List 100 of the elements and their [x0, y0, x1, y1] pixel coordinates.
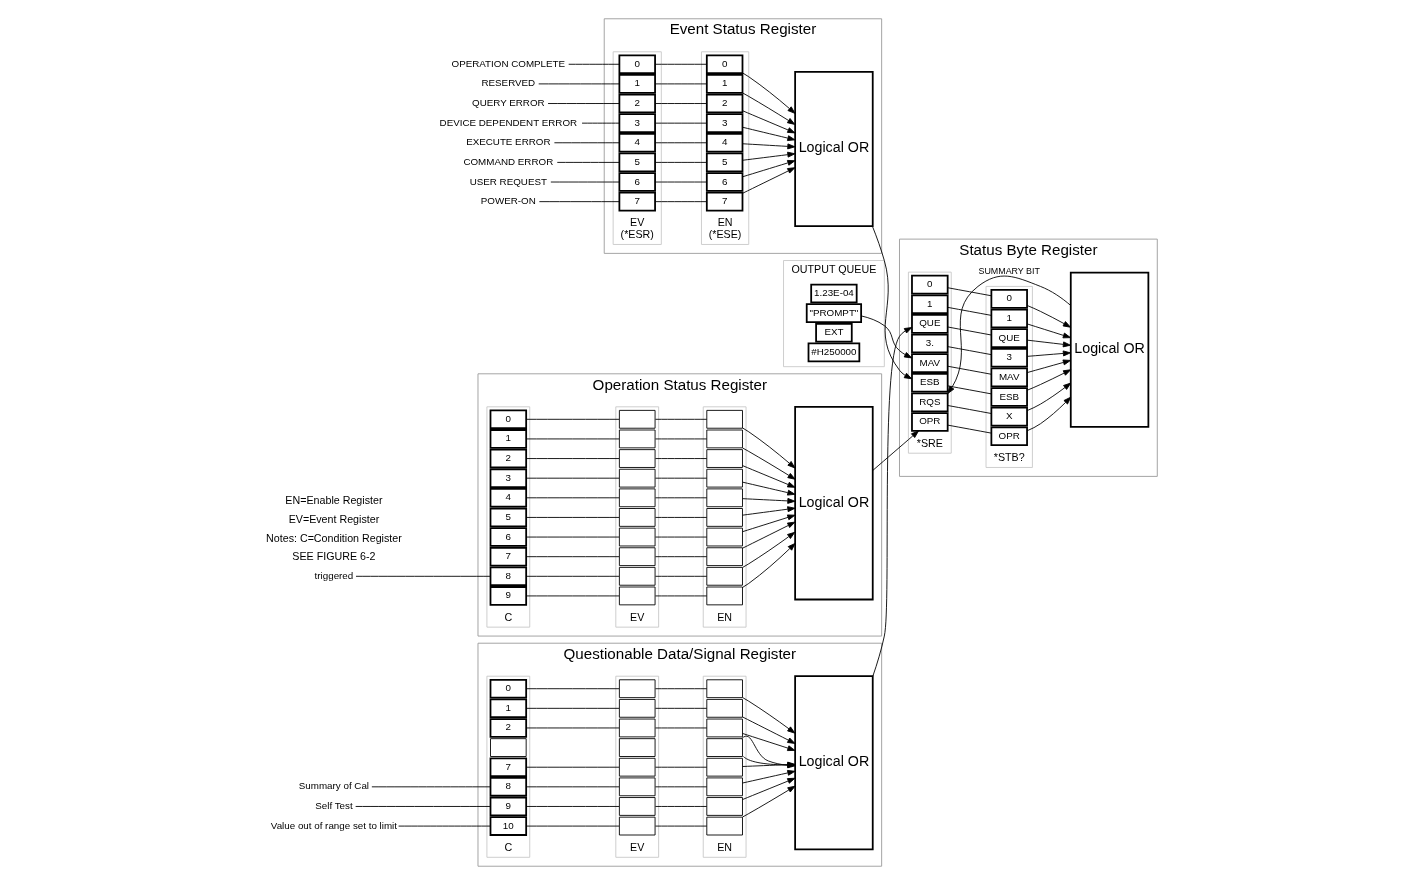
- node-box: 0: [618, 54, 656, 75]
- arrow: [742, 531, 796, 568]
- node-box: [706, 718, 743, 738]
- connector: [655, 806, 708, 807]
- node-box: [618, 718, 656, 738]
- connector: [947, 306, 992, 316]
- node-box: 2: [489, 448, 528, 469]
- node-box: 2: [618, 93, 656, 114]
- arrow: [742, 447, 796, 480]
- node-box: 1: [489, 429, 528, 449]
- node-text: EXECUTE ERROR: [466, 136, 551, 148]
- arrow: [742, 159, 796, 178]
- arrow: [872, 225, 913, 380]
- node-box: OPR: [911, 412, 949, 432]
- connector: [398, 825, 491, 827]
- edge-label: SUMMARY BIT: [978, 265, 1040, 276]
- node-box: 1: [618, 74, 656, 94]
- node-box: 2: [705, 93, 744, 114]
- arrow: [742, 514, 796, 533]
- node-box: [706, 679, 743, 699]
- connector: [538, 83, 620, 85]
- node-box: [618, 797, 656, 816]
- node-box: [618, 429, 656, 449]
- node-box: 3: [489, 468, 528, 488]
- node-box: Logical OR: [794, 70, 874, 228]
- connector: [355, 806, 491, 807]
- node-box: [618, 698, 656, 718]
- node-text: Value out of range set to limit: [270, 819, 398, 831]
- connector: [525, 418, 620, 420]
- connector: [525, 536, 620, 538]
- node-box: MAV: [990, 367, 1028, 388]
- node-box: [706, 527, 743, 547]
- node-text: COMMAND ERROR: [463, 155, 554, 167]
- arrow: [742, 785, 796, 818]
- connector: [525, 806, 620, 807]
- connector: [525, 707, 620, 709]
- node-box: QUE: [990, 328, 1028, 348]
- connector: [655, 103, 708, 104]
- arrow: [742, 465, 796, 488]
- connector: [655, 201, 708, 203]
- arrow: [742, 733, 796, 752]
- connector: [525, 497, 620, 499]
- connector: [655, 786, 708, 788]
- node-box: [618, 757, 656, 777]
- node-box: OPR: [990, 426, 1028, 447]
- node-box: [706, 816, 743, 836]
- node-box: MAV: [911, 353, 949, 373]
- node-box: [706, 468, 743, 488]
- connector: [568, 63, 620, 65]
- connector: [655, 497, 708, 499]
- connector: [655, 83, 708, 85]
- arrow: [1026, 350, 1071, 357]
- node-box: 1: [911, 294, 949, 315]
- connector: [655, 418, 708, 420]
- node-box: [618, 679, 656, 699]
- arrow: [742, 143, 796, 150]
- arrow: [742, 110, 796, 134]
- connector: [655, 438, 708, 440]
- node-box: 10: [489, 816, 528, 836]
- connector: [947, 365, 992, 375]
- node-box: X: [990, 406, 1028, 427]
- node-box: 6: [618, 172, 656, 192]
- node-box: Logical OR: [794, 675, 874, 851]
- node-box: 5: [489, 507, 528, 528]
- node-box: 4: [705, 132, 744, 153]
- node-box: 3: [705, 113, 744, 133]
- node-box: 6: [705, 172, 744, 192]
- connector: [525, 786, 620, 788]
- connector: [371, 786, 491, 788]
- node-box: [618, 508, 656, 527]
- node-box: Logical OR: [794, 405, 874, 601]
- connector: [525, 556, 620, 558]
- connector: [525, 458, 620, 459]
- arrow: [742, 521, 796, 549]
- arrow: [742, 167, 796, 194]
- node-box: 3.: [911, 333, 949, 354]
- arrow: [860, 315, 913, 359]
- node-box: [706, 508, 743, 527]
- connector: [538, 201, 620, 203]
- connector: [655, 161, 708, 163]
- arrow: [742, 543, 796, 588]
- connector: [525, 825, 620, 827]
- connector: [525, 766, 620, 768]
- arrow: [742, 716, 796, 744]
- arrow: [742, 92, 796, 125]
- connector: [581, 122, 620, 124]
- arrow: [1026, 323, 1071, 339]
- connector: [355, 575, 491, 577]
- node-box: 5: [705, 152, 744, 173]
- connector: [525, 517, 620, 518]
- connector: [525, 575, 620, 577]
- node-box: "PROMPT": [805, 303, 862, 323]
- node-box: [706, 547, 743, 567]
- node-box: [618, 409, 656, 429]
- node-box: EXT: [815, 322, 853, 343]
- node-box: [706, 738, 743, 757]
- node-box: ESB: [911, 372, 949, 393]
- node-box: [618, 527, 656, 547]
- connector: [947, 346, 992, 356]
- node-box: 9: [489, 796, 528, 817]
